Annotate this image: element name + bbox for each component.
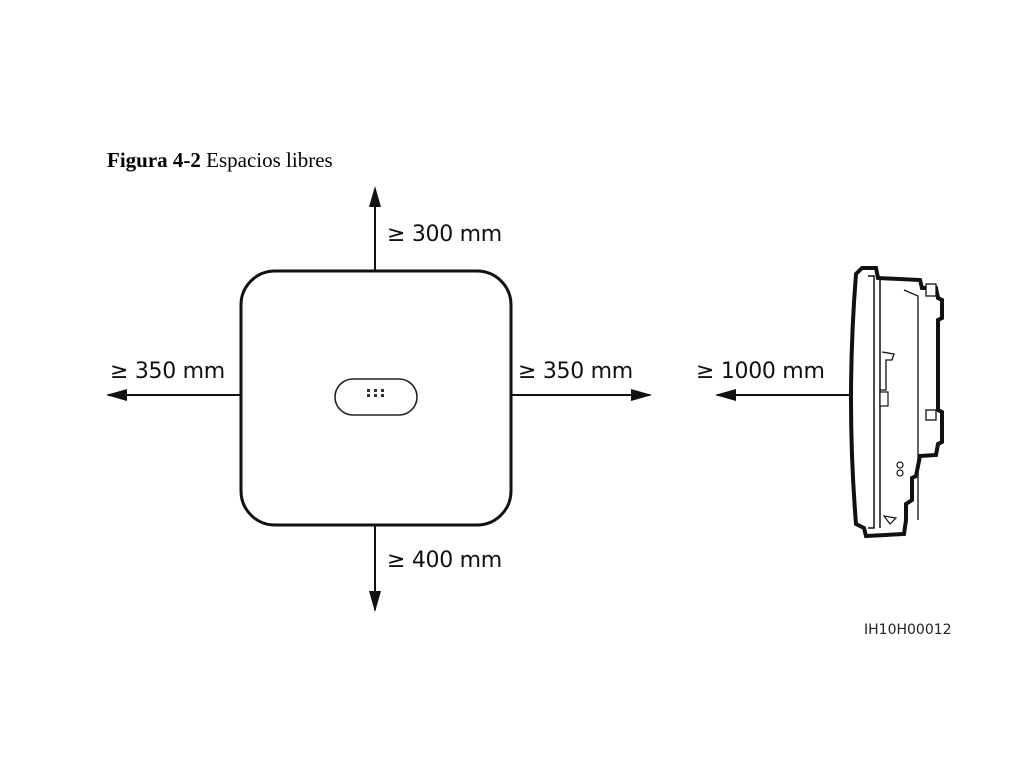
inverter-side-view (849, 266, 944, 539)
clearance-front-label: ≥ 1000 mm (696, 359, 825, 384)
inverter-front-view (239, 269, 513, 527)
clearance-top-label: ≥ 300 mm (387, 222, 502, 247)
figure-code: IH10H00012 (864, 622, 952, 638)
clearance-left-label: ≥ 350 mm (110, 359, 225, 384)
figure-number: Figura 4-2 (107, 148, 201, 172)
figure-caption: Figura 4-2 Espacios libres (107, 148, 333, 173)
clearance-bottom-label: ≥ 400 mm (387, 548, 502, 573)
clearance-right-label: ≥ 350 mm (518, 359, 633, 384)
figure-title: Espacios libres (206, 148, 333, 172)
led-indicator-icon (367, 389, 384, 397)
